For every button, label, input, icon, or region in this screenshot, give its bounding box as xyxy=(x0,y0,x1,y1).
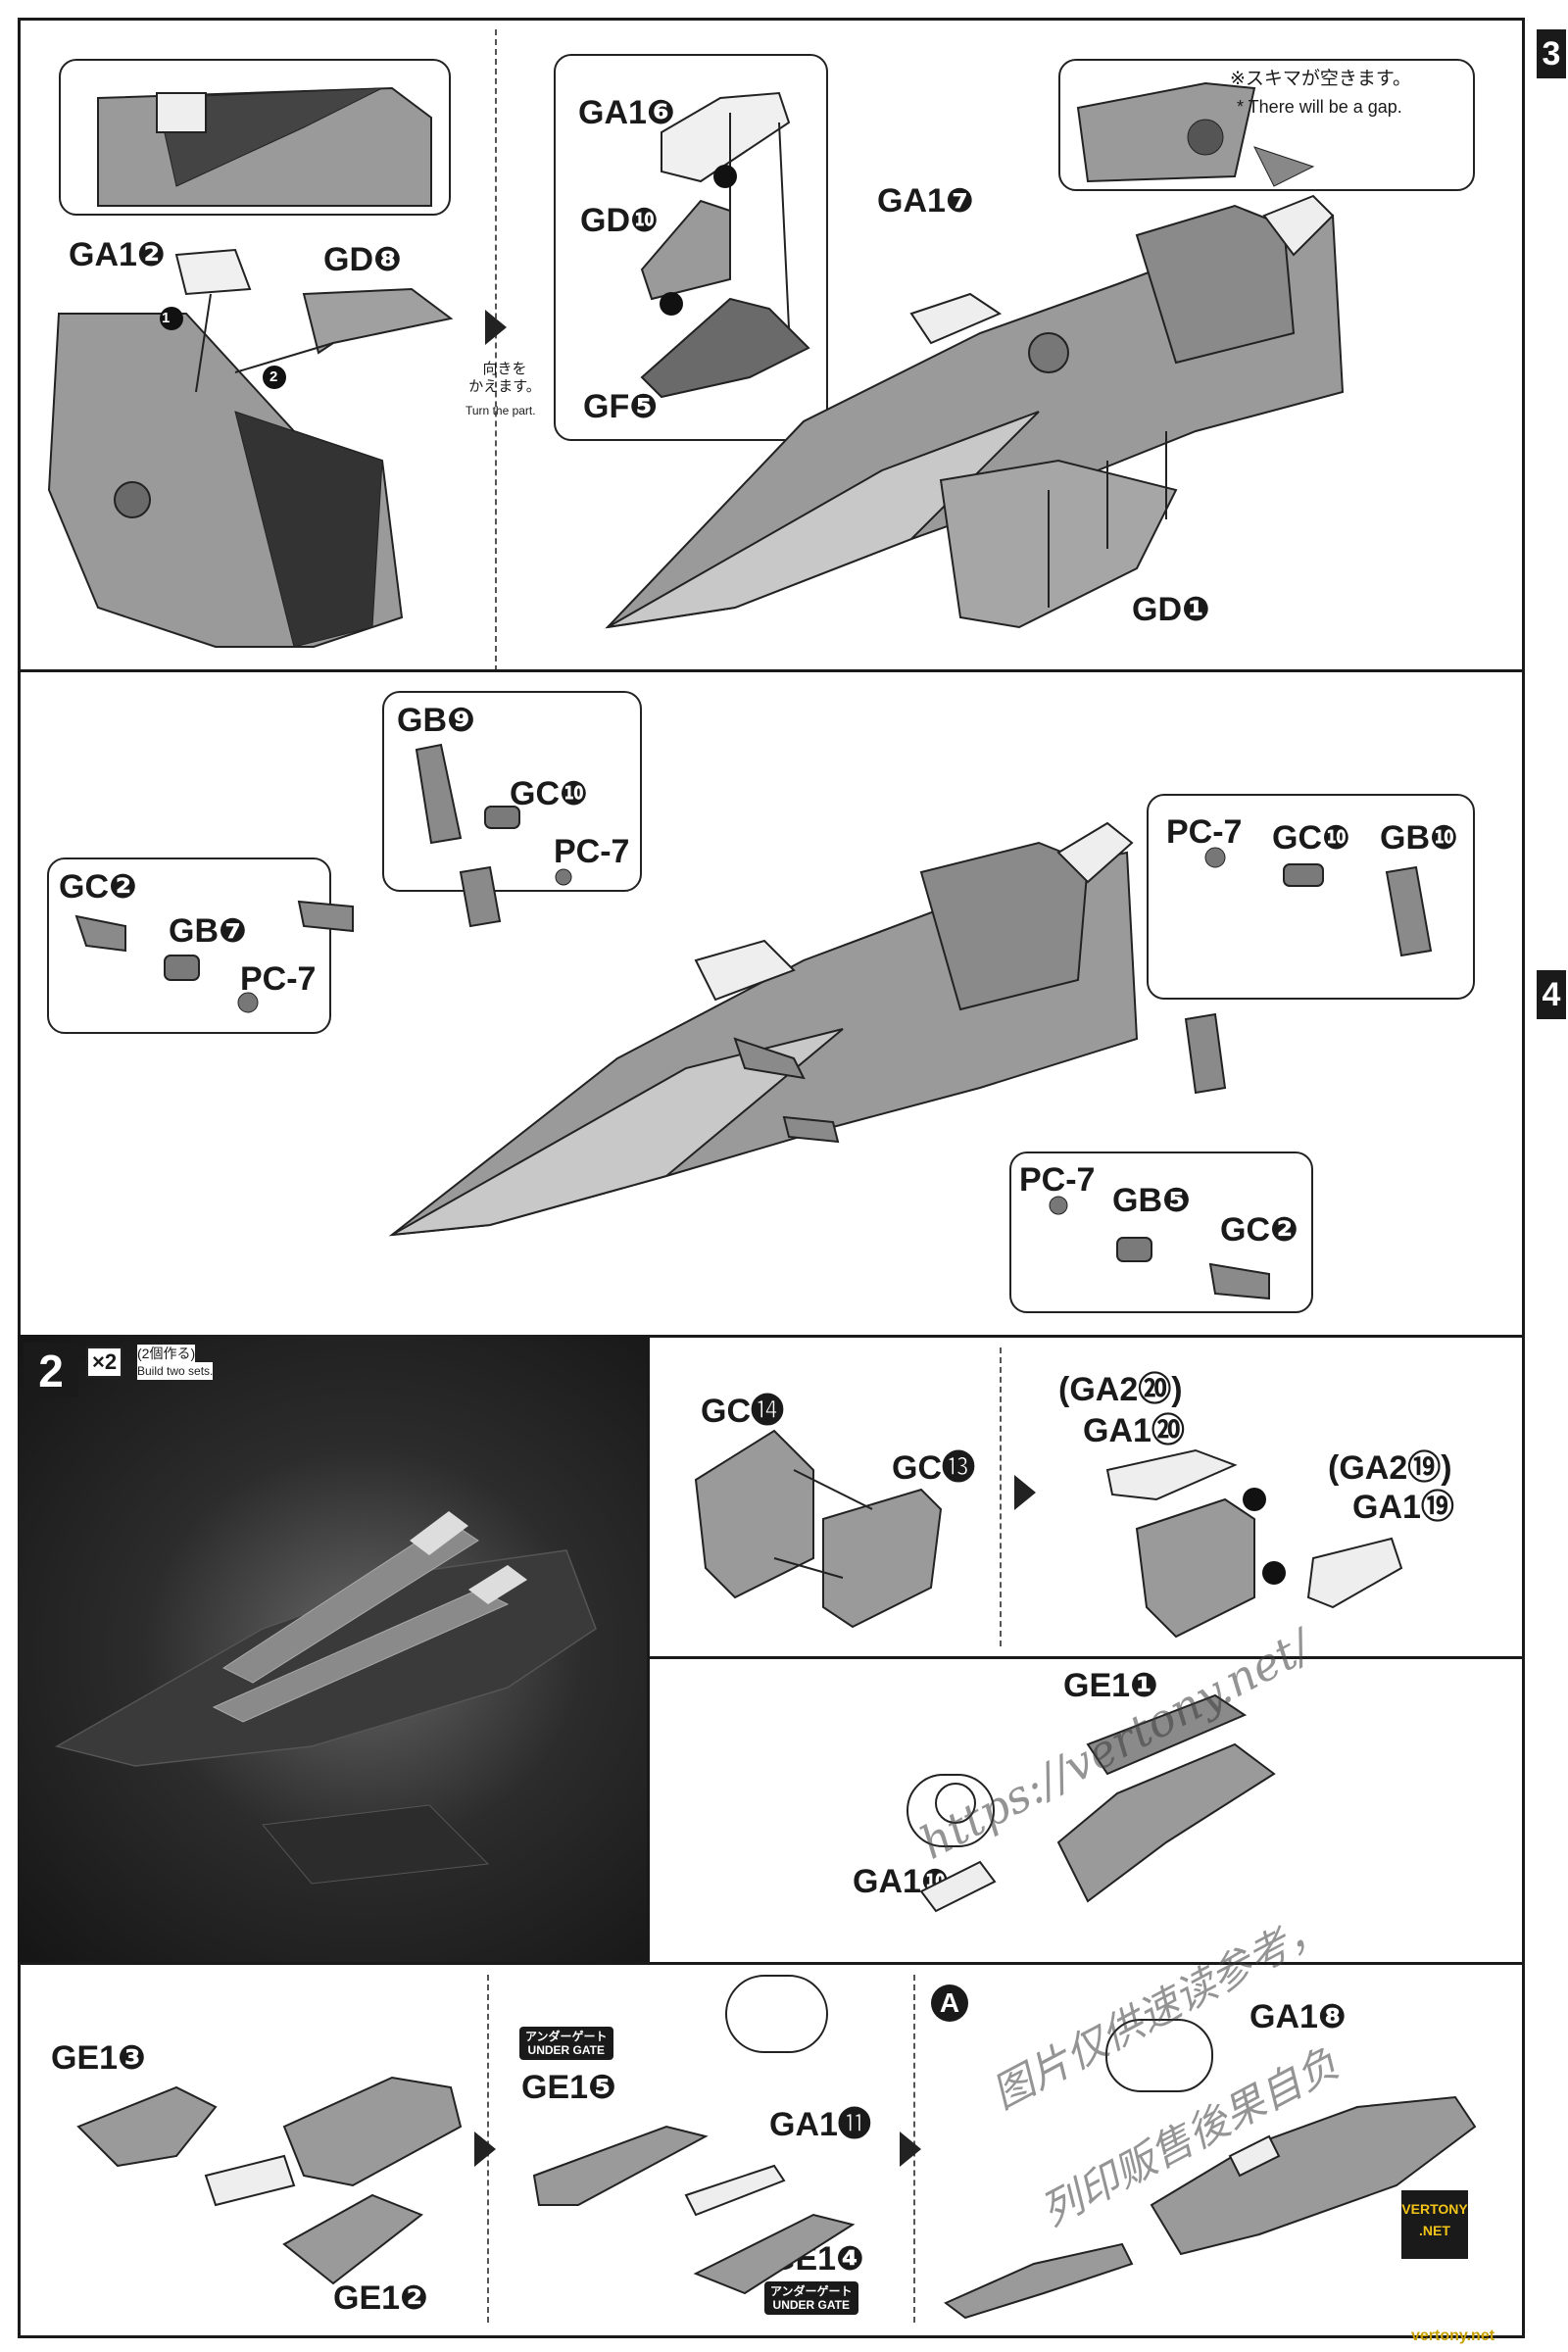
label-pc7-a: PC-7 xyxy=(554,833,630,870)
label-gc-2-b: GC❷ xyxy=(1220,1211,1298,1249)
part-stack-top-middle xyxy=(640,91,810,399)
parts-gc2-a xyxy=(74,914,259,1013)
step-marker-1-a: 1 xyxy=(162,310,171,326)
label-pc7-b: PC-7 xyxy=(240,960,317,998)
label-gb-7: GB❼ xyxy=(169,912,247,950)
parts-ga1-19-20 xyxy=(1105,1448,1403,1639)
label-ge1-1: GE1❶ xyxy=(1063,1667,1158,1704)
turn-arrow xyxy=(485,310,507,345)
step-number: 2 xyxy=(24,1343,78,1397)
label-gc-14: GC⓮ xyxy=(701,1393,784,1430)
label-gb-5: GB❺ xyxy=(1112,1182,1191,1219)
label-ga2-20: (GA2⑳) xyxy=(1058,1371,1183,1408)
label-gb-10: GB❿ xyxy=(1380,819,1458,857)
detail-bubble-ga1-8 xyxy=(1105,2019,1213,2092)
label-pc7-c: PC-7 xyxy=(1166,813,1243,851)
parts-ge1-4-5 xyxy=(532,2125,856,2295)
label-ga1-2: GA1❷ xyxy=(69,236,166,273)
label-ge1-2: GE1❷ xyxy=(333,2279,428,2317)
turn-note-en: Turn the part. xyxy=(466,404,536,417)
label-pc7-d: PC-7 xyxy=(1019,1161,1096,1199)
label-ga1-19: GA1⑲ xyxy=(1352,1489,1454,1526)
detail-illustration-top-left xyxy=(97,86,432,207)
label-ga1-20: GA1⑳ xyxy=(1083,1412,1185,1449)
detail-bubble-gc2-b xyxy=(1009,1152,1313,1313)
divider-step2-mid xyxy=(647,1656,1525,1659)
label-ga1-6: GA1❻ xyxy=(578,94,675,131)
label-ga1-11: GA1⓫ xyxy=(769,2106,871,2143)
step-multiplier: ×2 xyxy=(86,1347,123,1378)
label-gb-9: GB❾ xyxy=(397,702,475,739)
part-assembly-top-left xyxy=(47,248,454,648)
under-gate-ja-a: アンダーゲート xyxy=(525,2030,608,2043)
under-gate-tag-a: アンダーゲート UNDER GATE xyxy=(519,2027,613,2060)
badge-a: A xyxy=(931,1984,968,2022)
next-page-bleed xyxy=(1533,0,1568,2352)
parts-gb9 xyxy=(415,743,572,886)
under-gate-en-b: UNDER GATE xyxy=(772,2298,850,2312)
gap-detail-illustration xyxy=(1076,81,1315,187)
parts-gc13-gc14 xyxy=(694,1429,943,1629)
label-gd-10: GD❿ xyxy=(580,202,659,239)
next-page-step-3: 3 xyxy=(1537,29,1566,78)
label-gd-1: GD❶ xyxy=(1132,591,1210,628)
detail-bubble-ga1-11 xyxy=(725,1975,828,2053)
divider-step2-dashed xyxy=(1000,1348,1002,1646)
label-ge1-3: GE1❸ xyxy=(51,2039,146,2077)
under-gate-ja-b: アンダーゲート xyxy=(770,2284,853,2298)
part-ga1-8-assembly xyxy=(944,2095,1477,2320)
watermark-footer: vertony.net xyxy=(1411,2328,1495,2344)
label-gc-10-a: GC❿ xyxy=(510,775,588,812)
gap-note-en: * There will be a gap. xyxy=(1237,97,1402,117)
step2-arrow-a xyxy=(1014,1475,1036,1510)
label-ga1-7: GA1❼ xyxy=(877,182,974,220)
divider-step2-dark-edge xyxy=(647,1335,650,1962)
label-gc-2-a: GC❷ xyxy=(59,868,137,906)
label-ga1-8: GA1❽ xyxy=(1250,1998,1347,2035)
turn-note-ja: 向きを かえます。 xyxy=(468,361,541,395)
label-gf-5: GF❺ xyxy=(583,388,659,425)
parts-ge1-2-3 xyxy=(76,2076,463,2285)
label-ga2-19: (GA2⑲) xyxy=(1328,1449,1452,1487)
divider-step2-horizontal xyxy=(18,1335,1525,1338)
under-gate-en-a: UNDER GATE xyxy=(527,2043,605,2057)
part-ge1-1-assembly xyxy=(919,1693,1276,1913)
step2-arrow-c xyxy=(900,2132,921,2167)
label-gc-13: GC⓭ xyxy=(892,1449,975,1487)
parts-gb10 xyxy=(1204,847,1433,957)
divider-top-horizontal xyxy=(18,669,1525,672)
under-gate-tag-b: アンダーゲート UNDER GATE xyxy=(764,2281,858,2315)
next-page-step-4: 4 xyxy=(1537,970,1566,1019)
label-gd-8: GD❽ xyxy=(323,241,402,278)
divider-top-dashed xyxy=(495,29,497,671)
step-multiplier-ja: (2個作る) xyxy=(137,1345,196,1362)
parts-gc2-b xyxy=(1049,1196,1270,1300)
divider-bottom-horizontal xyxy=(18,1962,1525,1965)
gap-note-ja: ※スキマが空きます。 xyxy=(1230,69,1412,89)
step2-arrow-b xyxy=(474,2132,496,2167)
step2-preview-ship xyxy=(55,1511,597,1885)
step-multiplier-en: Build two sets. xyxy=(137,1362,214,1380)
label-ge1-5: GE1❺ xyxy=(521,2069,616,2106)
main-ship-mid xyxy=(297,821,1227,1237)
main-ship-top xyxy=(605,194,1345,629)
label-gc-10-b: GC❿ xyxy=(1272,819,1350,857)
watermark-logo: VERTONY .NET xyxy=(1401,2190,1468,2259)
step-marker-2-a: 2 xyxy=(270,368,278,385)
